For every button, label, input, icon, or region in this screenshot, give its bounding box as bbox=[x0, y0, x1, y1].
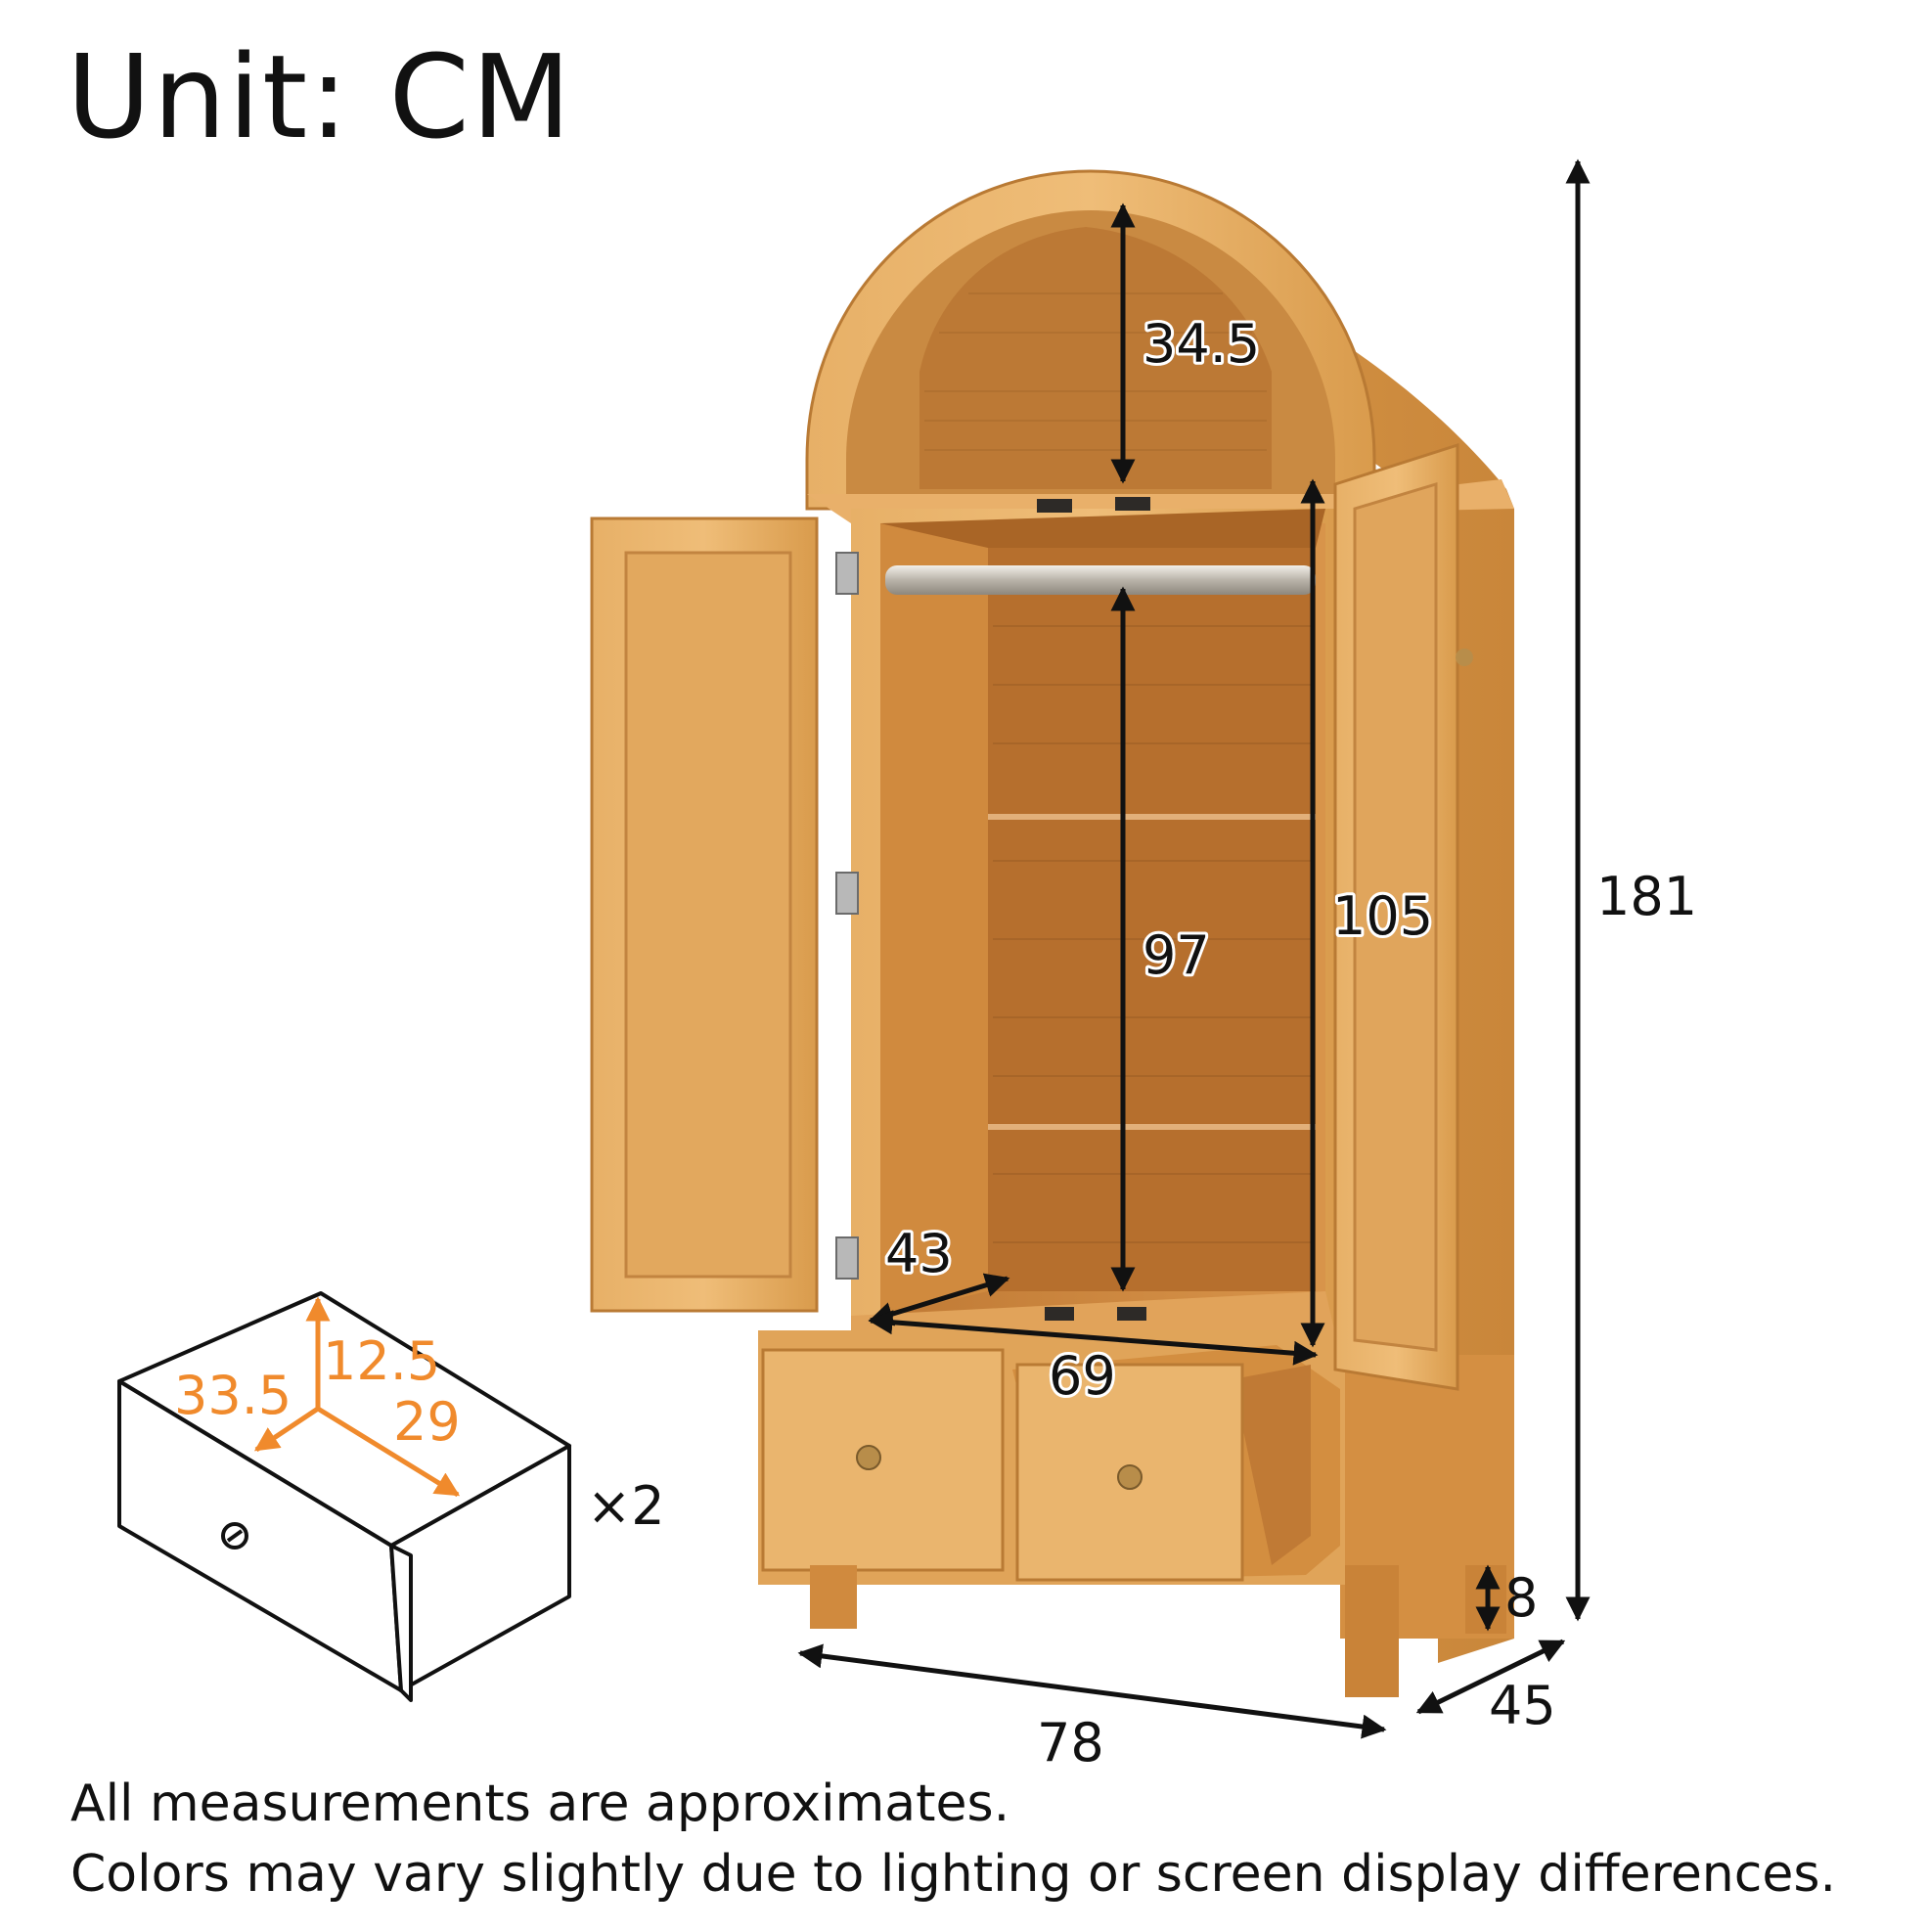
floor-clip bbox=[1045, 1307, 1074, 1321]
drawer-dimension-lines bbox=[253, 1296, 461, 1498]
label-hanging: 97 bbox=[1143, 924, 1210, 986]
dim-line-drawer-depth bbox=[316, 1406, 461, 1498]
label-interior-depth: 43 bbox=[885, 1223, 953, 1284]
drawer-knob-left[interactable] bbox=[856, 1445, 881, 1470]
floor-clip bbox=[1117, 1307, 1146, 1321]
drawer-drawing-knob-line bbox=[226, 1529, 244, 1543]
label-drawer-width: 33.5 bbox=[174, 1365, 291, 1426]
label-overall-depth: 45 bbox=[1489, 1675, 1556, 1736]
label-top-niche: 34.5 bbox=[1143, 313, 1260, 375]
dim-line-drawer-width bbox=[253, 1406, 320, 1453]
interior-side-wall bbox=[880, 523, 988, 1316]
door-right-panel bbox=[1353, 481, 1438, 1352]
drawer-knob-right[interactable] bbox=[1117, 1464, 1143, 1490]
footer-note-colors: Colors may vary slightly due to lighting… bbox=[70, 1845, 1836, 1904]
interior-grain bbox=[993, 625, 1311, 1243]
label-drawer-quantity: ×2 bbox=[587, 1475, 665, 1537]
ceiling-clip bbox=[1115, 497, 1150, 511]
door-right-knob[interactable] bbox=[1456, 649, 1473, 666]
label-drawer-depth: 29 bbox=[393, 1391, 461, 1453]
label-interior-width: 69 bbox=[1049, 1345, 1116, 1407]
wardrobe bbox=[590, 169, 1514, 1697]
hanging-rail bbox=[885, 565, 1316, 595]
unit-title: Unit: CM bbox=[67, 29, 573, 164]
interior-ceiling bbox=[880, 509, 1325, 548]
door-left-hinges bbox=[835, 552, 859, 1280]
dimension-lines bbox=[797, 158, 1591, 1739]
label-leg-height: 8 bbox=[1504, 1567, 1538, 1629]
leg-front-left bbox=[810, 1565, 857, 1629]
leg-front-right bbox=[1345, 1565, 1399, 1697]
dim-line-overall-width bbox=[797, 1643, 1387, 1739]
label-overall-width: 78 bbox=[1037, 1712, 1104, 1774]
drawer-front-left bbox=[761, 1348, 1005, 1572]
label-total-height: 181 bbox=[1596, 866, 1697, 927]
drawer-front-lip bbox=[389, 1544, 413, 1702]
niche-grain bbox=[924, 292, 1267, 451]
door-left-panel bbox=[624, 551, 792, 1279]
label-interior-height: 105 bbox=[1332, 885, 1433, 947]
footer-note-measurements: All measurements are approximates. bbox=[70, 1775, 1010, 1833]
label-drawer-height: 12.5 bbox=[323, 1330, 440, 1392]
interior-back bbox=[988, 548, 1316, 1291]
drawer-inner-right bbox=[1233, 1365, 1311, 1565]
dim-line-interior-width bbox=[868, 1310, 1319, 1366]
ceiling-clip bbox=[1037, 499, 1072, 513]
dim-line-overall-depth bbox=[1415, 1639, 1566, 1715]
